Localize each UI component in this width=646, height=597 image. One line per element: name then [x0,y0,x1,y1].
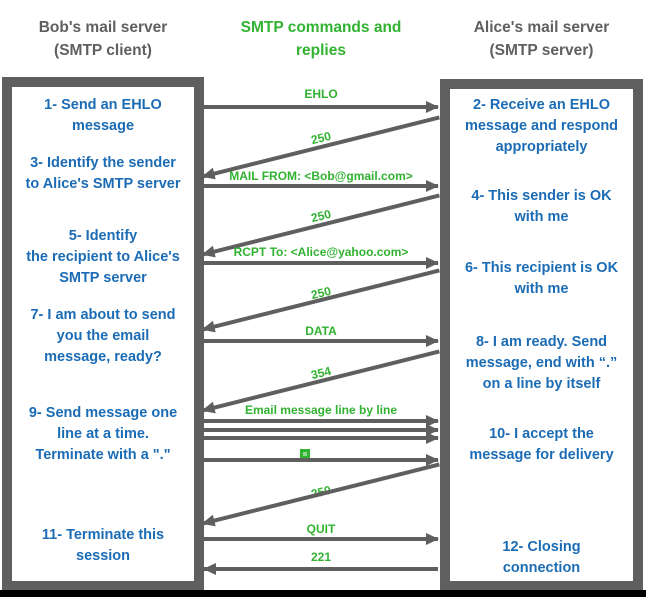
server-step-12: 12- Closing connection [502,539,581,576]
mail-from-command-label: MAIL FROM: <Bob@gmail.com> [229,169,413,183]
lane-header: SMTP commands and replies [240,19,402,59]
reply-250-arrow-4 [202,462,440,526]
ehlo-arrow [204,101,439,113]
server-header: Alice's mail server (SMTP server) [473,19,610,59]
reply-221-label: 221 [310,550,332,564]
quit-command-label: QUIT [306,522,336,536]
email-line-arrow-3 [204,432,439,444]
email-line-arrow-1 [204,415,439,427]
server-box: 2- Receive an EHLO message and respond a… [440,79,643,591]
data-arrow [204,335,439,347]
server-step-8: 8- I am ready. Send message, end with “.… [465,334,618,392]
mail-from-arrow [204,180,439,192]
rcpt-to-command-label: RCPT To: <Alice@yahoo.com> [233,245,409,259]
server-step-6: 6- This recipient is OK with me [464,260,619,297]
message-lane: EHLO 250 MAIL FROM: <Bob@gmail.com> 250 … [202,0,440,597]
rcpt-to-arrow [204,257,439,269]
client-box: 1- Send an EHLO message 3- Identify the … [2,77,204,591]
client-step-11: 11- Terminate this session [41,527,165,564]
client-step-1: 1- Send an EHLO message [44,97,162,134]
server-step-10: 10- I accept the message for delivery [469,426,614,463]
client-step-5: 5- Identify the recipient to Alice's SMT… [26,228,180,286]
dot-terminator-icon [300,449,310,459]
server-step-2: 2- Receive an EHLO message and respond a… [464,97,619,155]
reply-250-arrow-3 [202,268,440,332]
reply-354-label: 354 [309,363,333,383]
quit-arrow [204,533,439,545]
server-step-4: 4- This sender is OK with me [471,188,612,225]
ehlo-command-label: EHLO [304,87,338,101]
reply-250-label-1: 250 [309,128,333,148]
bottom-black-bar [0,590,646,597]
client-step-3: 3- Identify the sender to Alice's SMTP s… [25,155,181,192]
client-step-9: 9- Send message one line at a time. Term… [28,405,178,463]
client-step-7: 7- I am about to send you the email mess… [30,307,176,365]
client-header: Bob's mail server (SMTP client) [38,19,168,59]
reply-221-arrow [203,563,438,575]
data-command-label: DATA [305,324,337,338]
email-line-arrow-2 [204,424,439,436]
reply-250-label-2: 250 [309,206,333,226]
email-lines-label: Email message line by line [244,403,398,417]
dot-line-arrow [204,454,439,466]
